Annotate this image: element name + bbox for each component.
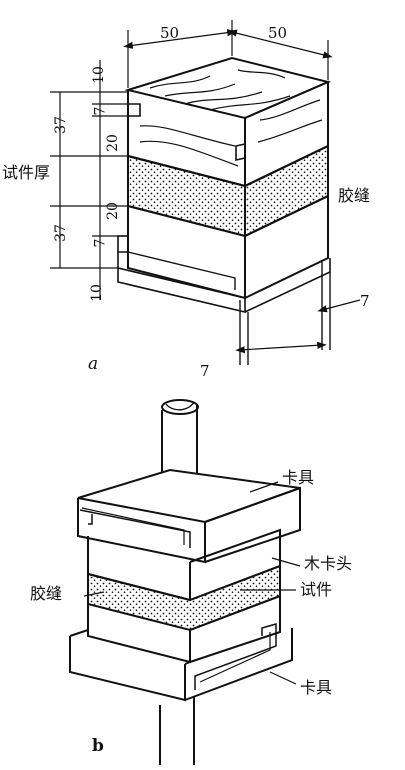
label-glue-b: 胶缝: [30, 584, 63, 603]
label-specimen-thickness: 试件厚: [2, 163, 51, 182]
dim-left-10-bottom: 10: [88, 284, 105, 302]
label-wood-head: 木卡头: [304, 554, 353, 573]
dim-left-7-bottom: 7: [92, 238, 109, 248]
figure-b-fixture: [69, 399, 301, 765]
wood-top-face: [124, 56, 332, 120]
wood-bottom-right: [244, 194, 329, 299]
label-clamp-top: 卡具: [282, 468, 315, 487]
lower-wood-head: [87, 604, 191, 664]
dim-top-left-50: 50: [160, 24, 180, 42]
dim-left-20-bottom: 20: [104, 202, 121, 220]
figure-a-dimensions: [50, 20, 361, 354]
figure-b-leaders: [83, 481, 301, 685]
dim-left-37-top: 37: [52, 116, 69, 134]
dim-right-7-lower: 7: [200, 362, 210, 380]
bottom-rod: [159, 697, 195, 765]
bottom-clamp: [69, 636, 186, 702]
dim-top-right-50: 50: [268, 24, 288, 42]
caption-a: a: [88, 354, 99, 374]
dim-right-7-upper: 7: [360, 292, 370, 310]
figure-a-specimen: [117, 56, 332, 365]
dim-left-10-top: 10: [90, 66, 107, 84]
caption-b: b: [92, 736, 104, 756]
dim-left-20-top: 20: [104, 134, 121, 152]
wood-bottom-front: [127, 206, 246, 300]
label-specimen-b: 试件: [300, 580, 333, 599]
label-clamp-bottom: 卡具: [300, 678, 333, 697]
specimen-band-b: [87, 564, 281, 632]
dim-left-7-top: 7: [92, 106, 109, 116]
label-glue-a: 胶缝: [338, 186, 371, 205]
dim-left-37-bottom: 37: [52, 224, 69, 242]
